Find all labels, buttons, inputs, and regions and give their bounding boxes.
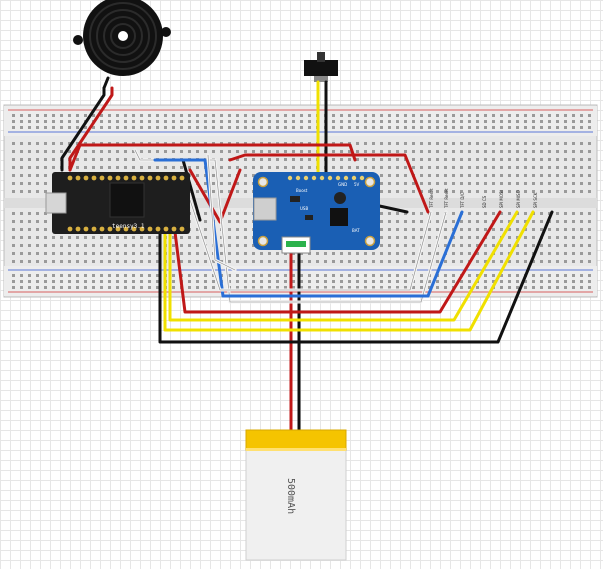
pin-label-tft-dc: TFT D/C [460, 192, 465, 209]
pin-label-sd-cs: SD CS [482, 195, 487, 208]
micro-usb-port [253, 197, 277, 221]
breadboard [3, 104, 598, 298]
inductor [330, 208, 348, 226]
pin-labels: TFT Reset TFT Reset TFT D/C SD CS SPI MO… [429, 188, 538, 209]
wires [60, 80, 554, 432]
teensy-pins [67, 175, 185, 232]
teensy-label: teensy3.1 [112, 223, 145, 230]
usb-connector [45, 192, 67, 214]
lipo-battery: 500mAh [245, 429, 347, 561]
teensy-chip [109, 182, 145, 218]
booster-label-gnd: GND [338, 182, 347, 187]
boost-chip [334, 192, 346, 204]
booster-label-usb: USB [300, 206, 308, 211]
powerboost-module: USB Boost GND 5V BAT [253, 172, 380, 254]
pin-label-spi-sck: SPI SCK [533, 192, 538, 208]
booster-label-5v: 5V [354, 182, 360, 187]
slide-switch [304, 52, 338, 82]
booster-label-boost: Boost [296, 188, 308, 193]
booster-label-bat: BAT [352, 228, 360, 233]
battery-label: 500mAh [285, 478, 296, 514]
booster-pins [287, 175, 365, 181]
pin-label-tft-reset-1: TFT Reset [429, 188, 434, 209]
teensy-board: teensy3.1 [45, 172, 190, 234]
pin-label-spi-miso: SPI MISO [516, 190, 521, 208]
buzzer [73, 0, 171, 90]
pin-label-spi-mosi: SPI MOSI [499, 190, 504, 208]
pin-label-tft-reset-2: TFT Reset [444, 188, 449, 209]
